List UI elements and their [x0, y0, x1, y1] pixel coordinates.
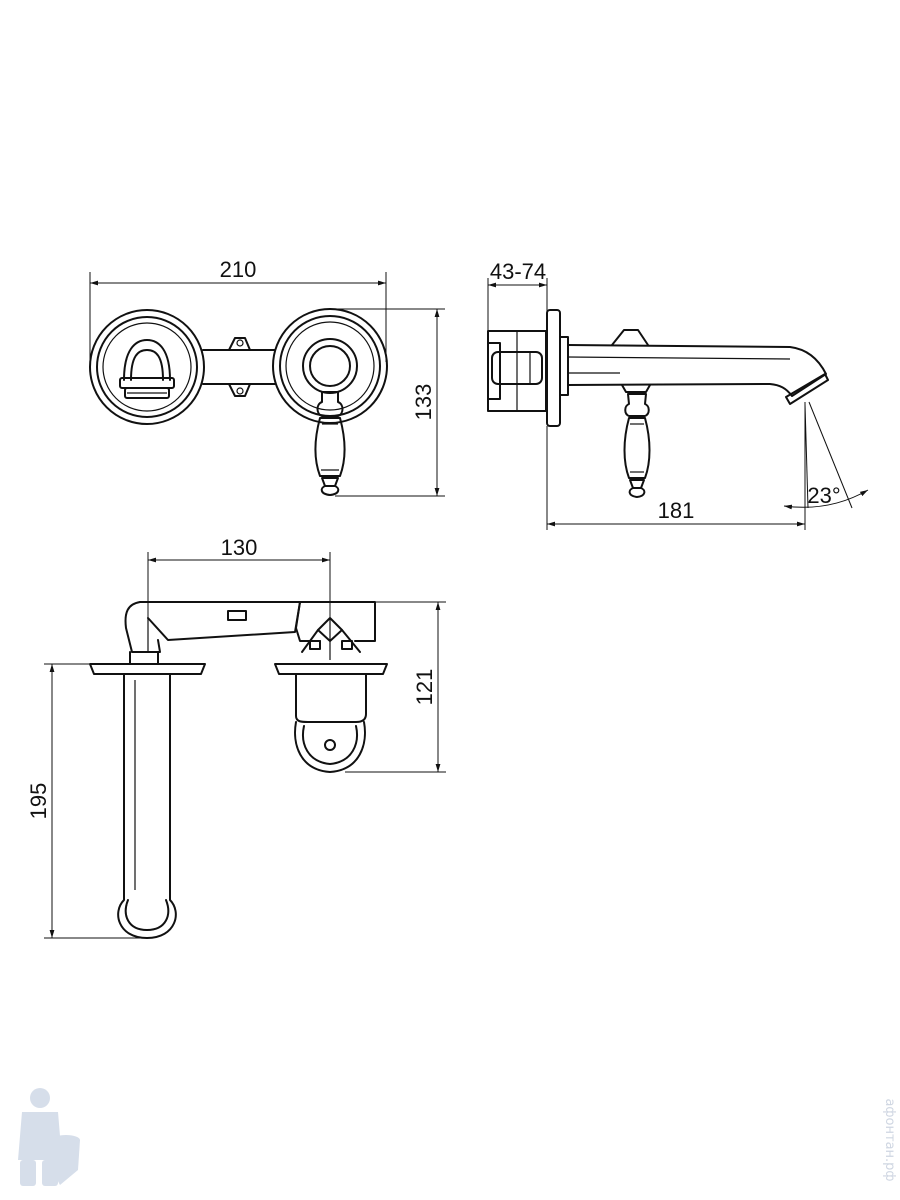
dimension-top-spacing: 130 [147, 535, 331, 618]
top-spout [89, 651, 206, 939]
dimension-label-133: 133 [411, 384, 436, 421]
dimension-label-130: 130 [221, 535, 258, 560]
dimension-label-181: 181 [658, 498, 695, 523]
dimension-label-210: 210 [220, 257, 257, 282]
dimension-label-121: 121 [412, 669, 437, 706]
top-valve-body [124, 601, 376, 660]
plumber-mascot-icon [18, 1088, 80, 1186]
dimension-top-height: 121 [345, 601, 446, 773]
front-view: 210 133 [89, 257, 445, 497]
front-spout-rosette [89, 309, 205, 425]
dimension-side-wall: 43-74 [487, 259, 548, 332]
side-wall-plate [546, 309, 569, 427]
top-handle-base [274, 663, 388, 773]
dimension-label-23deg: 23° [807, 483, 840, 508]
front-lever-handle [314, 391, 346, 496]
top-view: 130 121 195 [26, 535, 446, 939]
dimension-side-angle: 23° [783, 401, 869, 510]
side-wall-body [487, 330, 547, 412]
watermark-text: афонтан.рф [882, 1098, 897, 1181]
front-handle-rosette [272, 308, 388, 424]
dimension-label-43-74: 43-74 [490, 259, 546, 284]
dimension-top-spout-length: 195 [26, 663, 147, 939]
dimension-front-width: 210 [89, 257, 387, 362]
dimension-front-height: 133 [330, 308, 445, 497]
front-mounting-bar [202, 337, 276, 397]
dimension-side-reach: 181 [546, 402, 806, 530]
side-view: 43-74 181 23° [487, 259, 869, 530]
side-lever-handle [623, 393, 651, 498]
dimension-label-195: 195 [26, 783, 51, 820]
side-spout [567, 329, 829, 405]
